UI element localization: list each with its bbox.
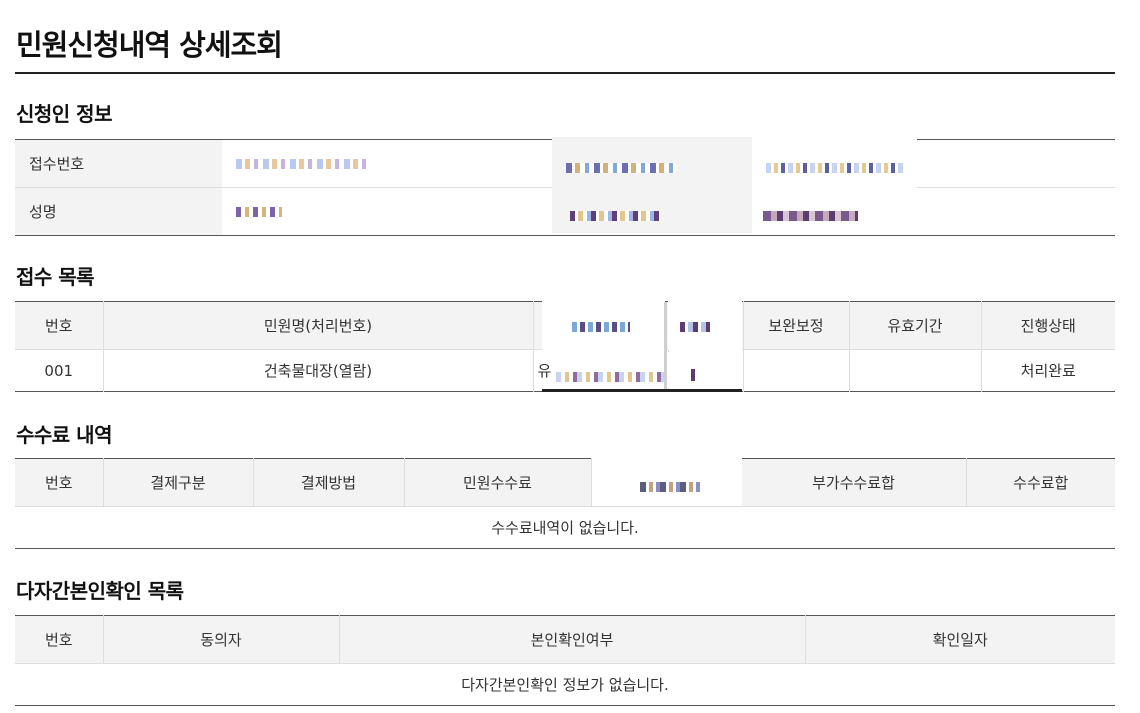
consent-table: 번호 동의자 본인확인여부 확인일자 다자간본인확인 정보가 없습니다. bbox=[15, 615, 1115, 706]
row-status: 처리완료 bbox=[980, 349, 1115, 392]
redaction-patch bbox=[552, 352, 665, 388]
redacted-header bbox=[680, 316, 710, 335]
col-header-date: 확인일자 bbox=[804, 615, 1115, 664]
fee-header-row: 번호 결제구분 결제방법 민원수수료 부가수수료합 수수료합 bbox=[15, 458, 1115, 507]
receipt-number-label: 접수번호 bbox=[15, 139, 222, 188]
receipt-number-value bbox=[222, 139, 552, 188]
col-header-extra-fee-total: 부가수수료합 bbox=[740, 458, 966, 507]
col-header-number: 번호 bbox=[15, 301, 103, 350]
redacted-header bbox=[572, 316, 630, 335]
fee-table: 번호 결제구분 결제방법 민원수수료 부가수수료합 수수료합 수수료내역이 없습… bbox=[15, 458, 1115, 549]
col-header-number: 번호 bbox=[15, 615, 103, 664]
row-validity bbox=[848, 349, 981, 392]
fee-empty-row: 수수료내역이 없습니다. bbox=[15, 507, 1115, 549]
col-header-number: 번호 bbox=[15, 458, 103, 507]
redacted-value bbox=[763, 205, 858, 224]
col-header-payment-method: 결제방법 bbox=[252, 458, 404, 507]
col-header-payment-type: 결제구분 bbox=[102, 458, 253, 507]
redacted-value bbox=[766, 157, 906, 176]
applicant-row-name: 성명 bbox=[15, 187, 1115, 236]
col-header-civil-name: 민원명(처리번호) bbox=[102, 301, 533, 350]
redacted-label bbox=[570, 205, 660, 224]
applicant-section-title: 신청인 정보 bbox=[16, 102, 112, 126]
redacted-label bbox=[566, 157, 676, 176]
col-header-status: 진행상태 bbox=[980, 301, 1115, 350]
col-header-fee-total: 수수료합 bbox=[965, 458, 1115, 507]
redaction-patch bbox=[668, 352, 742, 388]
name-label: 성명 bbox=[15, 187, 222, 236]
partial-text: 유 bbox=[537, 362, 552, 380]
consent-section-title: 다자간본인확인 목록 bbox=[16, 579, 184, 603]
name-value bbox=[222, 188, 552, 236]
title-divider bbox=[15, 72, 1115, 74]
col-header-civil-fee: 민원수수료 bbox=[403, 458, 591, 507]
col-header-supplement: 보완보정 bbox=[742, 301, 849, 350]
redacted-value bbox=[691, 364, 695, 383]
col-header-verified: 본인확인여부 bbox=[338, 615, 805, 664]
redacted-header bbox=[640, 476, 700, 495]
fee-section-title: 수수료 내역 bbox=[16, 423, 112, 447]
redaction-bar bbox=[542, 389, 742, 392]
consent-empty-message: 다자간본인확인 정보가 없습니다. bbox=[461, 676, 669, 694]
consent-header-row: 번호 동의자 본인확인여부 확인일자 bbox=[15, 615, 1115, 664]
col-header-consenter: 동의자 bbox=[102, 615, 339, 664]
redacted-value bbox=[556, 366, 664, 385]
fee-empty-message: 수수료내역이 없습니다. bbox=[491, 519, 639, 537]
redacted-receipt-number bbox=[236, 159, 366, 169]
receipt-section-title: 접수 목록 bbox=[16, 265, 95, 289]
row-civil-name[interactable]: 건축물대장(열람) bbox=[102, 349, 533, 392]
redaction-divider bbox=[664, 302, 667, 390]
col-header-validity: 유효기간 bbox=[848, 301, 981, 350]
consent-empty-row: 다자간본인확인 정보가 없습니다. bbox=[15, 664, 1115, 706]
row-number: 001 bbox=[44, 361, 74, 380]
row-supplement bbox=[742, 349, 849, 392]
redacted-name bbox=[236, 207, 282, 217]
page-title: 민원신청내역 상세조회 bbox=[16, 28, 283, 62]
